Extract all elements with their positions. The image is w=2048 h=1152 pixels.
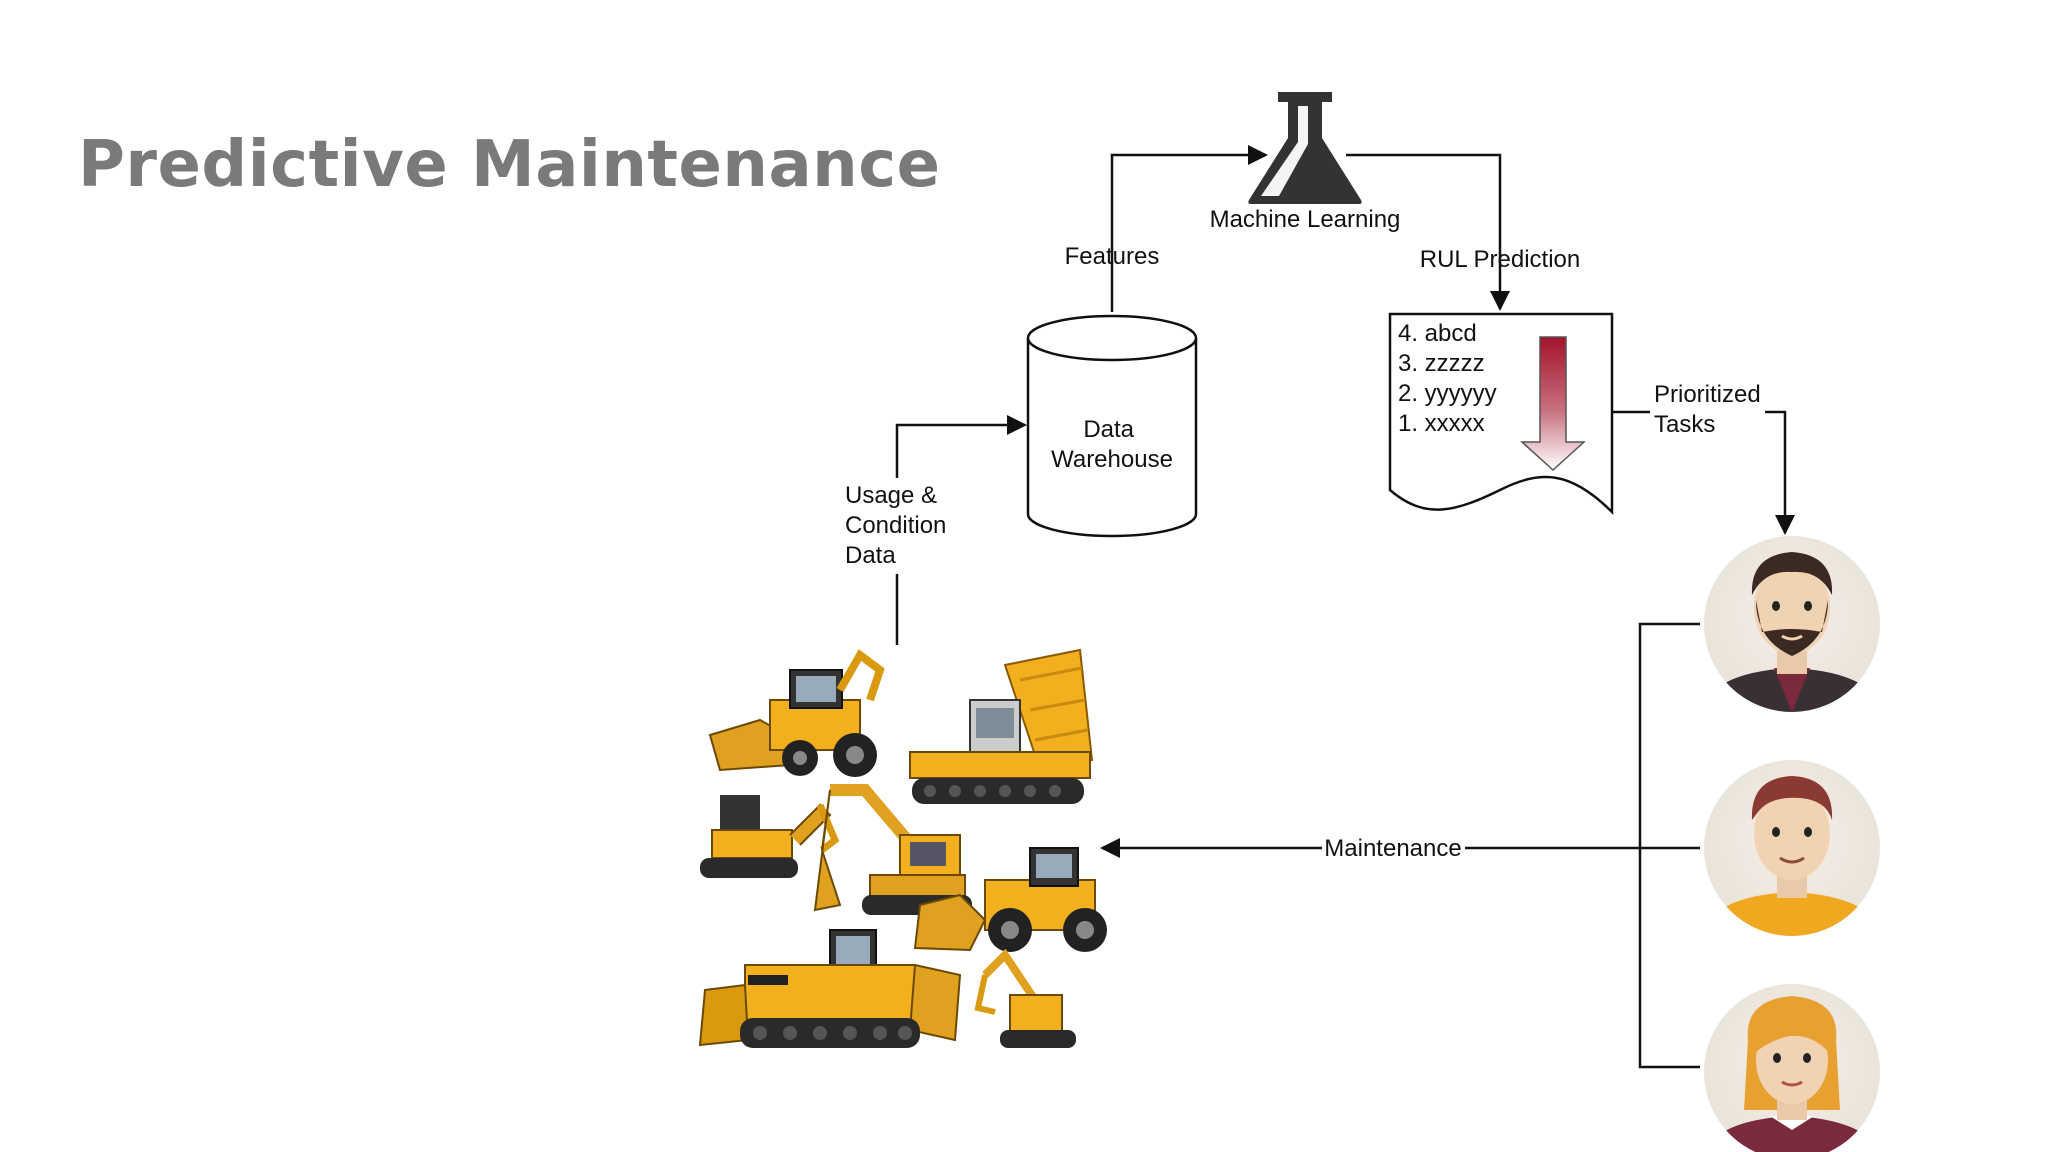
mini-excavator <box>700 795 840 878</box>
database-cylinder <box>1026 314 1198 538</box>
down-arrow-icon <box>1520 336 1586 472</box>
small-excavator <box>974 948 1076 1048</box>
prioritized-tasks-label: Prioritized Tasks <box>1654 381 1767 438</box>
usage-line-2: Condition <box>845 512 946 539</box>
maintenance-label: Maintenance <box>1324 835 1461 862</box>
task-item: 1. xxxxx <box>1398 410 1485 437</box>
data-warehouse-line-2: Warehouse <box>1051 446 1173 473</box>
wheel-loader <box>913 847 1107 952</box>
bulldozer <box>698 929 962 1048</box>
rul-connector <box>1346 153 1510 311</box>
technician-avatar-woman <box>1704 984 1880 1152</box>
usage-condition-label: Usage & Condition Data <box>845 482 953 569</box>
usage-line-3: Data <box>845 542 896 569</box>
people-bracket <box>1638 622 1700 1069</box>
data-warehouse-label: Data Warehouse <box>1051 416 1173 473</box>
task-item: 3. zzzzz <box>1398 350 1485 377</box>
task-item: 2. yyyyyy <box>1398 380 1497 407</box>
tasks-connector-2 <box>1765 410 1795 535</box>
construction-equipment-image <box>698 648 1107 1048</box>
rul-prediction-label: RUL Prediction <box>1420 246 1581 273</box>
task-list: 4. abcd 3. zzzzz 2. yyyyyy 1. xxxxx <box>1398 320 1503 437</box>
flask-icon <box>1248 92 1362 204</box>
prioritized-line-1: Prioritized <box>1654 381 1761 408</box>
dump-truck <box>909 648 1094 804</box>
data-warehouse-line-1: Data <box>1083 416 1134 443</box>
technician-avatar-bearded-man <box>1704 536 1880 712</box>
task-item: 4. abcd <box>1398 320 1477 347</box>
features-label: Features <box>1065 243 1160 270</box>
features-connector <box>1110 145 1268 312</box>
prioritized-line-2: Tasks <box>1654 411 1715 438</box>
excavator <box>813 784 972 915</box>
machine-learning-label: Machine Learning <box>1210 206 1401 233</box>
usage-line-1: Usage & <box>845 482 937 509</box>
backhoe-loader <box>708 649 885 777</box>
page-title: Predictive Maintenance <box>78 128 941 202</box>
technician-avatar-man <box>1704 760 1880 936</box>
